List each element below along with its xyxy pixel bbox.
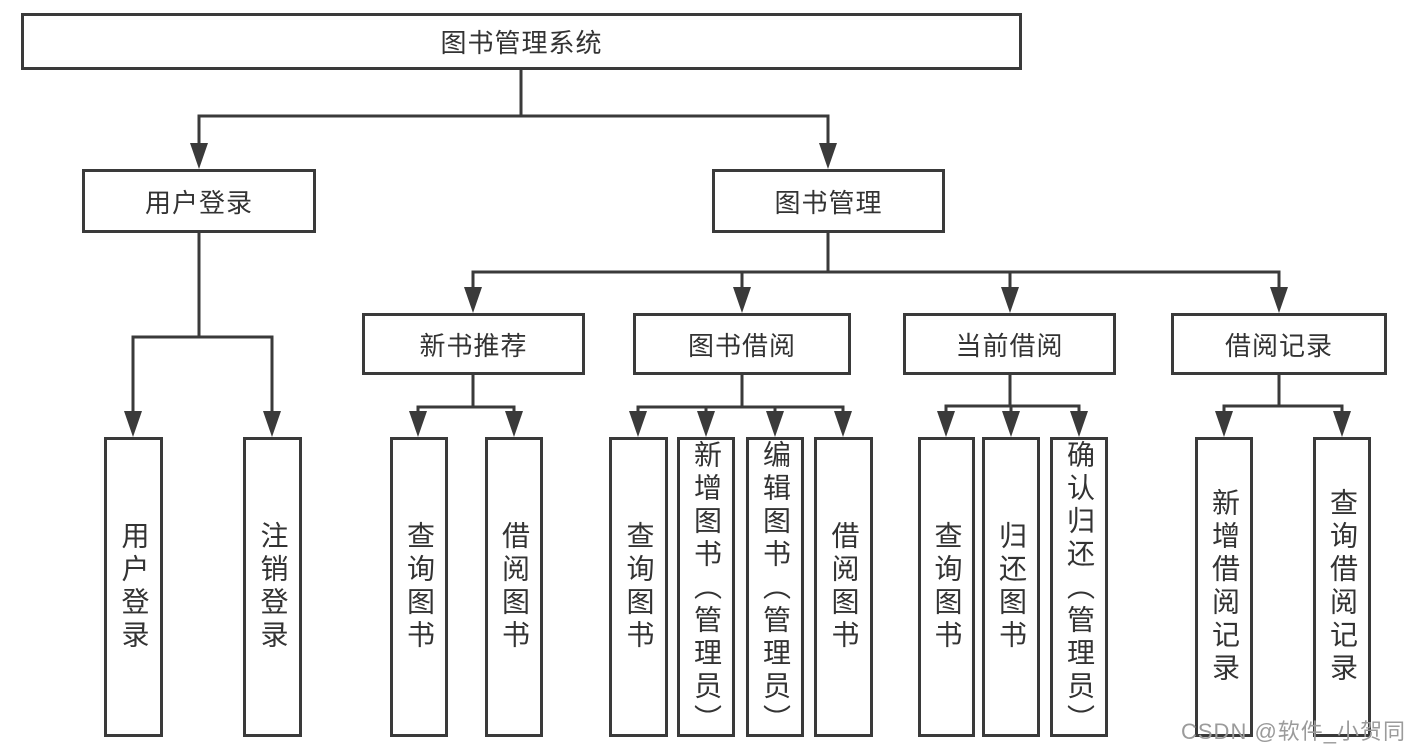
leaf-user-login: 用户登录 xyxy=(104,437,163,737)
node-label: 图书管理 xyxy=(774,187,883,218)
node-label: 借阅图书 xyxy=(828,521,860,653)
node-label: 图书借阅 xyxy=(687,330,796,361)
node-label: 新增图书（管理员） xyxy=(691,440,722,737)
node-book-management: 图书管理 xyxy=(712,169,945,233)
csdn-watermark: CSDN @软件_小贺同学 xyxy=(1181,719,1405,744)
node-label: 查询图书 xyxy=(404,521,435,653)
node-label: 新书推荐 xyxy=(419,330,528,361)
node-borrowing-records: 借阅记录 xyxy=(1171,313,1387,375)
leaf-edit-books-admin: 编辑图书（管理员） xyxy=(746,437,804,737)
leaf-query-borrow-record: 查询借阅记录 xyxy=(1313,437,1371,737)
leaf-query-books-2: 查询图书 xyxy=(609,437,668,737)
node-label: 编辑图书（管理员） xyxy=(760,440,791,737)
node-label: 借阅记录 xyxy=(1224,330,1333,361)
node-root-system: 图书管理系统 xyxy=(21,13,1022,70)
leaf-add-books-admin: 新增图书（管理员） xyxy=(677,437,735,737)
node-label: 用户登录 xyxy=(144,187,253,218)
node-user-login: 用户登录 xyxy=(82,169,316,233)
node-current-borrowing: 当前借阅 xyxy=(903,313,1116,375)
node-label: 当前借阅 xyxy=(955,330,1064,361)
node-label: 归还图书 xyxy=(996,521,1027,653)
node-label: 注销登录 xyxy=(257,521,289,653)
node-label: 用户登录 xyxy=(118,521,150,653)
node-label: 查询图书 xyxy=(931,521,963,653)
node-new-book-recommend: 新书推荐 xyxy=(362,313,585,375)
leaf-borrow-books-1: 借阅图书 xyxy=(485,437,543,737)
leaf-confirm-return-admin: 确认归还（管理员） xyxy=(1050,437,1108,737)
node-label: 新增借阅记录 xyxy=(1209,488,1240,686)
node-book-borrowing: 图书借阅 xyxy=(633,313,851,375)
leaf-return-books: 归还图书 xyxy=(982,437,1040,737)
node-label: 查询图书 xyxy=(623,521,655,653)
leaf-logout: 注销登录 xyxy=(243,437,302,737)
node-label: 图书管理系统 xyxy=(440,28,603,58)
leaf-query-books-3: 查询图书 xyxy=(918,437,975,737)
node-label: 借阅图书 xyxy=(499,521,530,653)
leaf-query-books-1: 查询图书 xyxy=(390,437,448,737)
leaf-borrow-books-2: 借阅图书 xyxy=(814,437,873,737)
node-label: 确认归还（管理员） xyxy=(1064,440,1095,737)
leaf-add-borrow-record: 新增借阅记录 xyxy=(1195,437,1253,737)
node-label: 查询借阅记录 xyxy=(1327,488,1358,686)
